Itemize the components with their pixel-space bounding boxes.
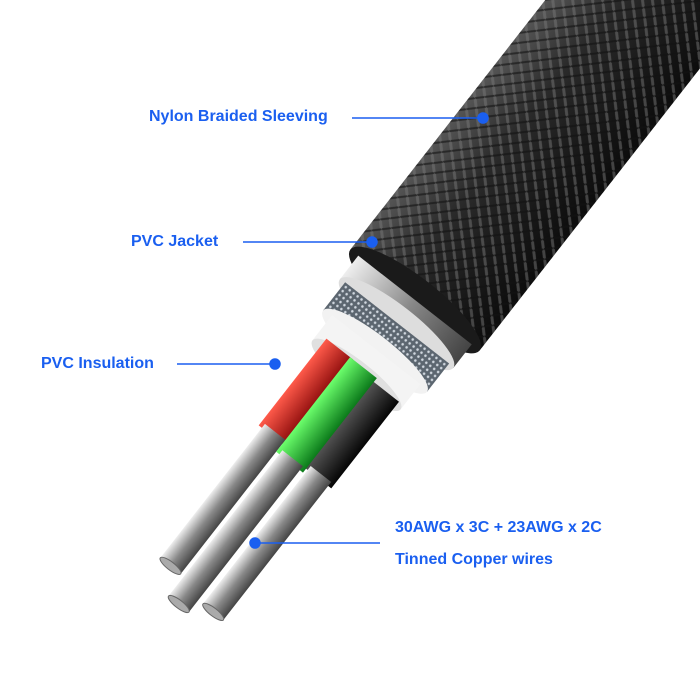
shield-mesh	[322, 282, 450, 392]
label-insulation: PVC Insulation	[41, 355, 154, 372]
jacket-pointer-dot	[366, 236, 378, 248]
insulation-pointer-dot	[269, 358, 281, 370]
label-sleeving: Nylon Braided Sleeving	[149, 108, 328, 125]
wires-pointer-dot	[249, 537, 261, 549]
label-gauge: 30AWG x 3C + 23AWG x 2C	[395, 519, 602, 536]
label-wires: Tinned Copper wires	[395, 551, 553, 568]
red-wire	[160, 338, 354, 574]
sleeving-pointer-dot	[477, 112, 489, 124]
label-jacket: PVC Jacket	[131, 233, 219, 250]
green-wire	[168, 357, 377, 613]
